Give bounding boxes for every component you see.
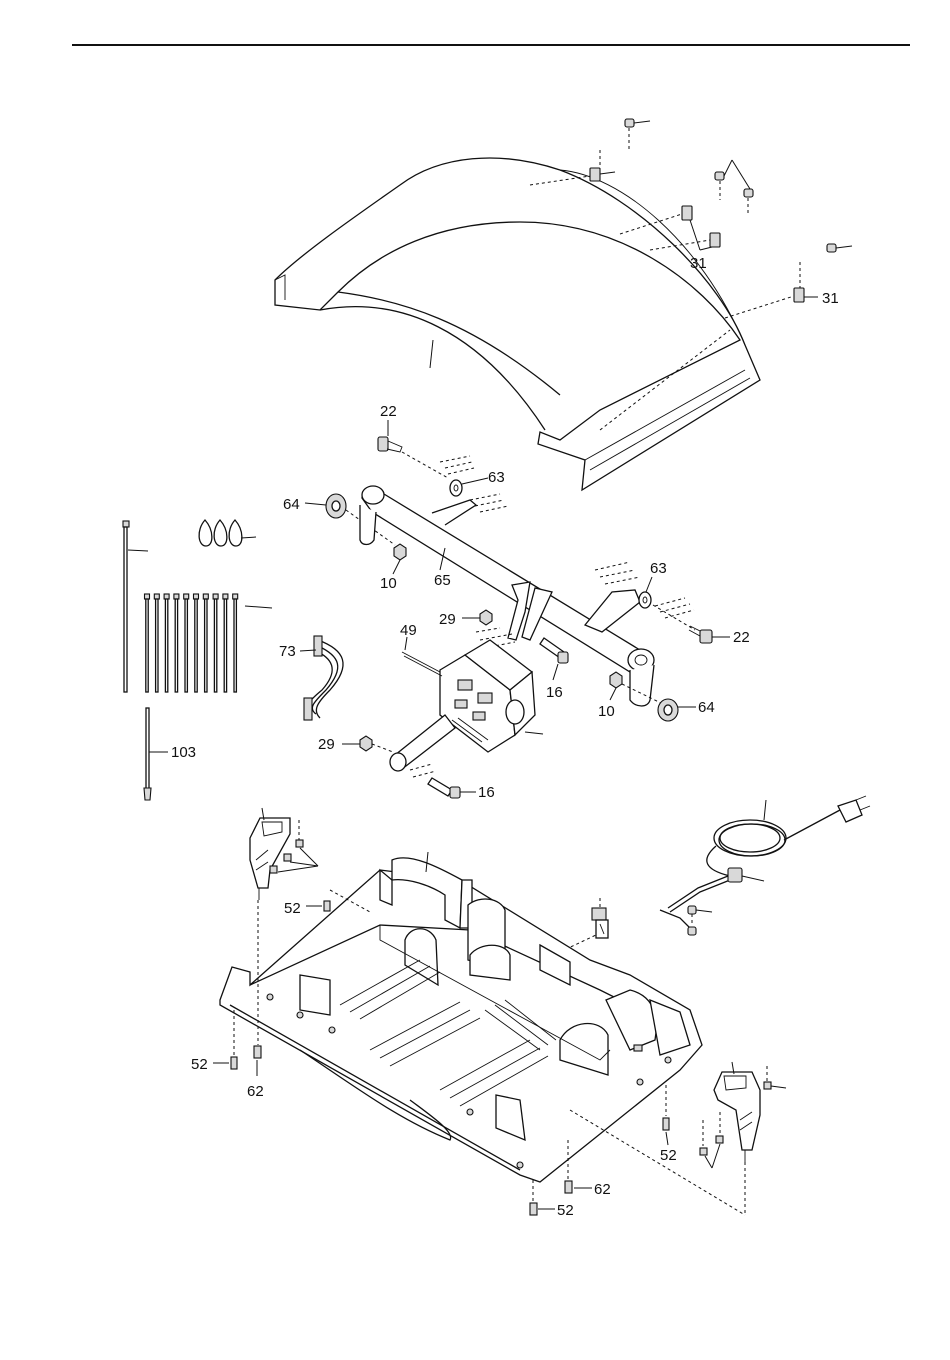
foot-bracket-right [714,1072,760,1162]
callout-62b: 62 [594,1181,611,1198]
cable-tie-head [184,594,189,599]
callout-29a: 29 [439,611,456,628]
callout-63b: 63 [650,560,667,577]
speed-nut-a [590,168,615,181]
callout-16a: 16 [546,684,563,701]
callout-10b: 10 [598,703,615,720]
screw-52-b [231,1057,237,1069]
wire-harness-73 [304,636,343,720]
cable-tie-head [145,594,150,599]
cable-tie-strap [185,599,187,692]
callout-16b: 16 [478,784,495,801]
cable-tie-strap [234,599,236,692]
cable-tie-strap [195,599,197,692]
washer-63-upper [450,480,462,496]
cable-tie-103 [144,708,151,800]
roller-64-left [326,494,346,518]
cable-tie-strap [156,599,158,692]
wire-ties-loops [199,520,242,546]
callout-10a: 10 [380,575,397,592]
cable-tie-strap [146,599,148,692]
washer-63-lower [639,592,651,608]
callout-52d: 52 [557,1202,574,1219]
cable-tie-head [223,594,228,599]
speed-nut-31b [794,288,818,302]
cable-tie-bundle [145,594,238,692]
screw-62-b [565,1181,572,1193]
callout-65: 65 [434,572,451,589]
cable-tie-head [174,594,179,599]
long-cable-tie [123,521,129,692]
callout-52a: 52 [284,900,301,917]
callout-64a: 64 [283,496,300,513]
nut-29-lower [360,736,372,751]
hood-screw-right [827,244,852,252]
screw-62-a [254,1046,261,1058]
nut-29-upper [480,610,492,625]
cable-tie-head [194,594,199,599]
screw-52-c [663,1118,669,1130]
callout-49: 49 [400,622,417,639]
wire-49 [402,652,442,676]
callout-31b: 31 [822,290,839,307]
hood-leader [430,340,433,368]
callout-63a: 63 [488,469,505,486]
cable-tie-head [233,594,238,599]
nut-10-right [610,672,622,688]
cable-tie-strap [165,599,167,692]
screw-52-d [530,1203,537,1215]
callout-31a: 31 [690,255,707,272]
callout-52c: 52 [660,1147,677,1164]
nut-10-left [394,544,406,560]
switch-bracket [592,908,608,938]
bolt-22-lower [689,626,712,643]
roller-64-right [658,699,678,721]
cord-screw [688,906,712,914]
cable-tie-head [213,594,218,599]
bolt-22-upper [378,437,402,452]
cable-tie-head [203,594,208,599]
callout-103: 103 [171,744,196,761]
callout-22a: 22 [380,403,397,420]
cable-tie-head [164,594,169,599]
cord-harness [660,868,742,935]
hood-screw-pair [715,160,753,197]
cable-tie-strap [214,599,216,692]
bolt-16-upper [540,638,568,663]
cable-tie-strap [205,599,207,692]
cable-tie-head [154,594,159,599]
screw-52-a [324,901,330,911]
callout-64b: 64 [698,699,715,716]
power-cord [707,796,870,876]
callout-22b: 22 [733,629,750,646]
callout-73: 73 [279,643,296,660]
callout-52b: 52 [191,1056,208,1073]
cable-tie-strap [175,599,177,692]
callout-29b: 29 [318,736,335,753]
hood-screw-top [625,119,650,127]
cable-tie-strap [224,599,226,692]
bolt-16-lower [428,778,460,798]
callout-62a: 62 [247,1083,264,1100]
